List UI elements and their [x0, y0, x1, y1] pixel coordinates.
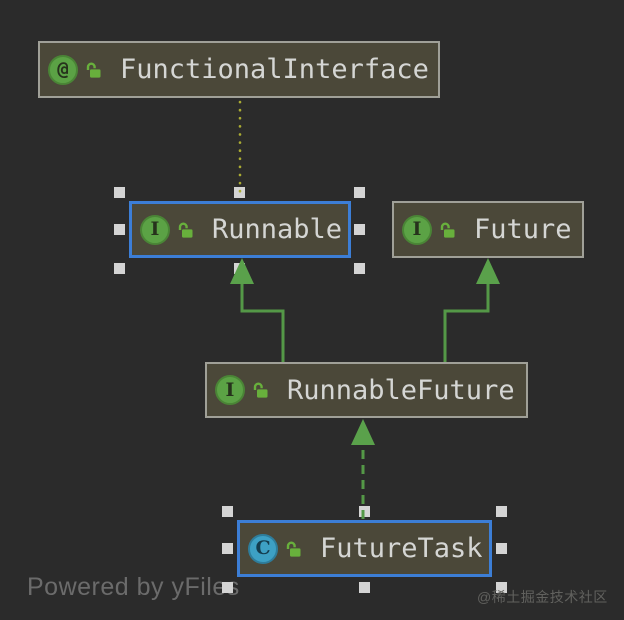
class-icon: C [248, 533, 278, 564]
edge-extends-runnablefuture-future[interactable] [443, 258, 500, 362]
community-watermark: @稀土掘金技术社区 [477, 589, 608, 605]
selection-handle[interactable] [359, 582, 370, 593]
unlocked-icon [176, 221, 194, 239]
interface-icon-glyph: I [225, 378, 235, 401]
selection-handle[interactable] [114, 263, 125, 274]
node-label: FunctionalInterface [120, 54, 429, 85]
node-future[interactable]: I Future [392, 201, 584, 258]
node-label: FutureTask [320, 533, 483, 564]
selection-handle[interactable] [234, 263, 245, 274]
selection-handle[interactable] [222, 543, 233, 554]
interface-icon: I [215, 375, 245, 405]
node-runnable[interactable]: I Runnable [129, 201, 351, 258]
unlocked-icon [251, 381, 269, 399]
interface-icon: I [140, 214, 170, 245]
node-functional-interface[interactable]: @ FunctionalInterface [38, 41, 440, 98]
selection-handle[interactable] [359, 506, 370, 517]
node-runnable-future[interactable]: I RunnableFuture [205, 362, 528, 418]
selection-handle[interactable] [114, 187, 125, 198]
selection-handle[interactable] [114, 224, 125, 235]
annotation-icon: @ [48, 54, 78, 85]
selection-handle[interactable] [234, 187, 245, 198]
class-icon-glyph: C [255, 537, 271, 559]
selection-handle[interactable] [354, 263, 365, 274]
edge-implements-futuretask-runnablefuture[interactable] [351, 419, 375, 519]
unlocked-icon [84, 61, 102, 79]
node-label: Runnable [212, 214, 343, 245]
yfiles-watermark: Powered by yFiles [27, 573, 240, 601]
node-label: RunnableFuture [287, 374, 515, 406]
selection-handle[interactable] [496, 506, 507, 517]
unlocked-icon [438, 221, 456, 239]
node-label: Future [474, 214, 572, 245]
selection-handle[interactable] [354, 224, 365, 235]
selection-handle[interactable] [496, 582, 507, 593]
interface-icon-glyph: I [150, 218, 160, 240]
node-future-task[interactable]: C FutureTask [237, 520, 492, 577]
selection-handle[interactable] [222, 582, 233, 593]
selection-handle[interactable] [354, 187, 365, 198]
unlocked-icon [284, 540, 302, 558]
selection-handle[interactable] [496, 543, 507, 554]
interface-icon-glyph: I [412, 218, 422, 240]
annotation-icon-glyph: @ [57, 58, 69, 80]
selection-handle[interactable] [222, 506, 233, 517]
interface-icon: I [402, 214, 432, 245]
